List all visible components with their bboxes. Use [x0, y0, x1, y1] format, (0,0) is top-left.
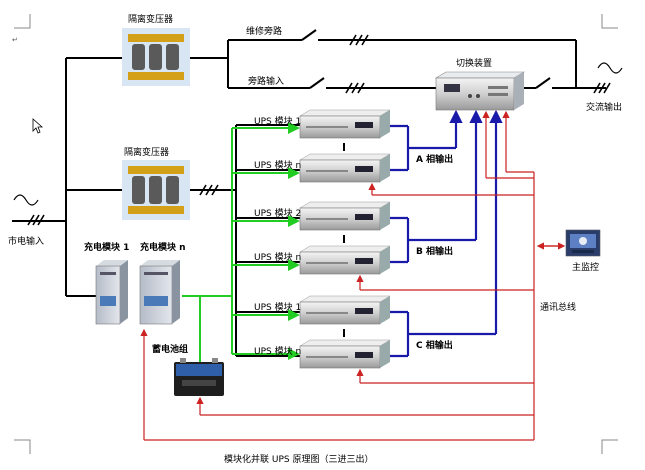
label-ups-bn: UPS 模块 n [254, 251, 301, 263]
main-monitor-icon [565, 229, 601, 257]
label-battery: 蓄电池组 [152, 343, 188, 355]
label-ups-b2: UPS 模块 2 [254, 207, 301, 219]
dc-lines [182, 122, 300, 362]
charger-module-n [139, 260, 180, 325]
label-phase-a: A 相输出 [416, 153, 453, 165]
phase-lines [386, 109, 503, 358]
label-switch-device: 切换装置 [456, 57, 492, 69]
label-bypass-input: 旁路输入 [248, 75, 284, 87]
label-phase-b: B 相输出 [416, 245, 453, 257]
triple-slash-marks [27, 34, 611, 226]
label-comm-bus: 通讯总线 [540, 301, 576, 313]
label-ups-c1: UPS 模块 1 [254, 301, 301, 313]
paragraph-mark: ↵ [12, 36, 18, 44]
label-transformer-mid: 隔离变压器 [124, 146, 169, 158]
ups-module-cn [299, 339, 391, 369]
comm-lines [140, 110, 566, 441]
crop-marks [14, 14, 618, 454]
ups-module-b2 [299, 201, 391, 231]
mains-sine-icon [13, 194, 39, 206]
switch-device [434, 71, 526, 111]
label-ups-a1: UPS 模块 1 [254, 115, 301, 127]
ups-module-an [299, 153, 391, 183]
label-maintenance-bypass: 维修旁路 [246, 25, 282, 37]
transformer-top [122, 28, 190, 86]
label-charger-1: 充电模块 1 [84, 241, 129, 253]
label-phase-c: C 相输出 [416, 339, 453, 351]
charger-module-1 [95, 260, 128, 325]
ups-module-c1 [299, 295, 391, 325]
diagram-caption: 模块化并联 UPS 原理图（三进三出） [224, 453, 373, 465]
label-ac-output: 交流输出 [586, 101, 622, 113]
cursor-icon [32, 118, 44, 134]
label-main-monitor: 主监控 [572, 261, 599, 273]
label-ups-an: UPS 模块 n [254, 159, 301, 171]
battery-icon [174, 358, 224, 396]
label-ups-cn: UPS 模块 n [254, 345, 301, 357]
transformer-mid [122, 160, 190, 220]
label-mains-input: 市电输入 [8, 235, 44, 247]
module-ellipsis [343, 143, 345, 337]
label-transformer-top: 隔离变压器 [128, 13, 173, 25]
ups-module-a1 [299, 109, 391, 139]
ups-module-bn [299, 245, 391, 275]
label-charger-n: 充电模块 n [140, 241, 186, 253]
output-sine-icon [597, 62, 623, 74]
